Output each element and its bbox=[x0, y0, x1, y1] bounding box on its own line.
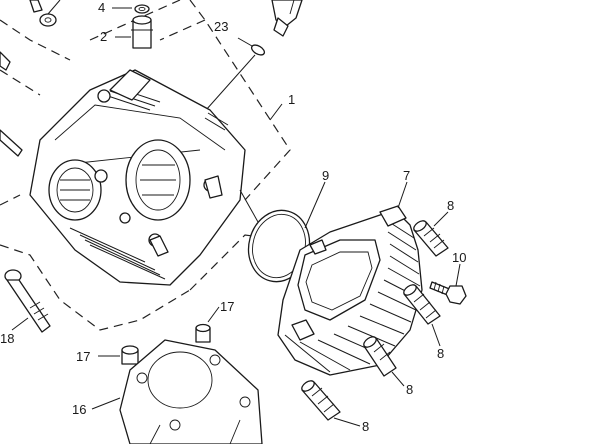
callout-1: 1 bbox=[288, 92, 295, 107]
part-8-pin-c bbox=[363, 336, 405, 387]
part-16-base-gasket bbox=[91, 339, 263, 444]
left-edge-bolt bbox=[0, 51, 23, 157]
part-4-ring bbox=[112, 4, 150, 14]
callout-16: 16 bbox=[72, 402, 86, 417]
small-stud-top bbox=[29, 0, 43, 13]
cylinder-head bbox=[29, 69, 246, 286]
callout-10: 10 bbox=[452, 250, 466, 265]
part-7-cylinder bbox=[277, 181, 423, 376]
callout-8-low: 8 bbox=[406, 382, 413, 397]
callout-17-left: 17 bbox=[76, 349, 90, 364]
callout-23: 23 bbox=[214, 19, 228, 34]
part-18-bolt bbox=[4, 269, 51, 333]
part-8-pin-a bbox=[413, 211, 449, 257]
part-8-pin-b bbox=[403, 284, 441, 347]
part-8-pin-d bbox=[301, 380, 361, 427]
callout-2: 2 bbox=[100, 29, 107, 44]
washer-part bbox=[39, 0, 61, 27]
leader-1 bbox=[269, 103, 283, 121]
callout-8-bottom: 8 bbox=[362, 419, 369, 434]
part-17-dowel-left bbox=[98, 345, 139, 365]
callout-17-right: 17 bbox=[220, 299, 234, 314]
part-23-washer bbox=[205, 37, 266, 111]
temperature-sensor-part bbox=[271, 0, 303, 37]
callout-8-top: 8 bbox=[447, 198, 454, 213]
callout-18: 18 bbox=[0, 331, 14, 346]
callout-7: 7 bbox=[403, 168, 410, 183]
callout-4: 4 bbox=[98, 0, 105, 15]
part-2-valve-guide bbox=[115, 15, 153, 49]
part-10-bolt bbox=[429, 263, 467, 305]
part-17-dowel-right bbox=[195, 306, 220, 343]
callout-9: 9 bbox=[322, 168, 329, 183]
callout-8-mid: 8 bbox=[437, 346, 444, 361]
